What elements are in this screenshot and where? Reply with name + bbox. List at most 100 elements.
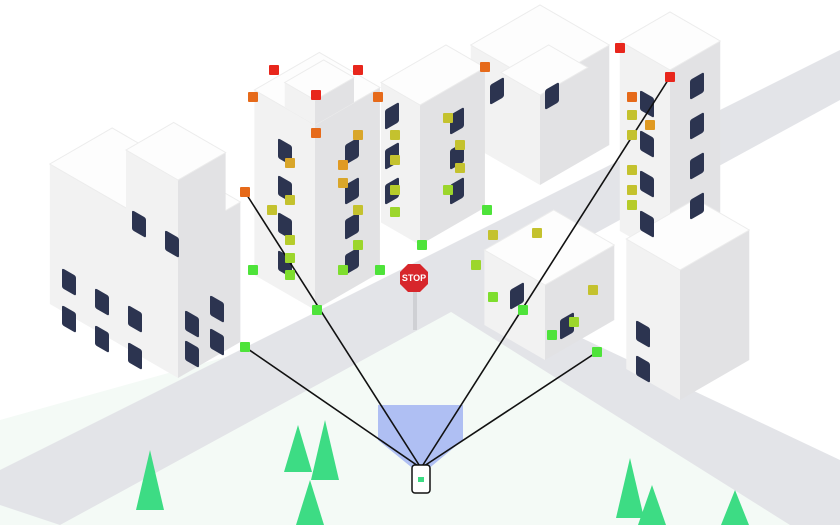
shop-building-roof xyxy=(483,209,616,286)
window xyxy=(185,310,199,338)
feature-point-cube xyxy=(311,128,321,138)
right-tower-right-face xyxy=(670,41,721,260)
feature-point-cube xyxy=(390,207,400,217)
stop-sign: STOP xyxy=(400,264,428,330)
window xyxy=(690,192,704,220)
tree xyxy=(311,420,339,480)
window xyxy=(165,230,179,258)
back-building-top-left-face xyxy=(501,72,540,125)
trees-layer xyxy=(136,420,749,525)
feature-point-cube xyxy=(488,230,498,240)
feature-point-cube xyxy=(338,160,348,170)
feature-point-cube xyxy=(353,240,363,250)
feature-point-cube xyxy=(627,165,637,175)
window xyxy=(490,77,504,105)
tall-building-left-face xyxy=(254,90,315,310)
window xyxy=(345,137,359,165)
tree xyxy=(638,485,666,525)
feature-point-cube xyxy=(627,92,637,102)
ray-line xyxy=(244,191,422,469)
sign-pole xyxy=(413,285,417,330)
feature-point-cube xyxy=(248,92,258,102)
tree xyxy=(721,490,749,525)
window xyxy=(62,268,76,296)
right-small-building-right-face xyxy=(680,230,750,400)
window xyxy=(636,320,650,348)
window xyxy=(278,212,292,240)
feature-point-cube xyxy=(311,90,321,100)
feature-point-cube xyxy=(240,187,250,197)
feature-point-cube xyxy=(353,205,363,215)
feature-point-cube xyxy=(592,347,602,357)
feature-point-cube xyxy=(518,305,528,315)
feature-point-cube xyxy=(665,72,675,82)
window xyxy=(640,210,654,238)
phone-camera xyxy=(411,464,431,494)
feature-point-cube xyxy=(627,185,637,195)
feature-point-cube xyxy=(285,235,295,245)
feature-point-cube xyxy=(312,305,322,315)
phone-dot xyxy=(418,477,424,482)
window xyxy=(62,305,76,333)
window xyxy=(450,177,464,205)
feature-point-cube xyxy=(627,110,637,120)
window xyxy=(385,102,399,130)
tree xyxy=(616,458,644,518)
window xyxy=(640,90,654,118)
stop-octagon xyxy=(400,264,428,292)
window xyxy=(510,282,524,310)
feature-point-cube xyxy=(443,113,453,123)
feature-point-cube xyxy=(390,185,400,195)
window xyxy=(345,177,359,205)
feature-point-cube xyxy=(353,65,363,75)
feature-point-cube xyxy=(645,120,655,130)
buildings-layer xyxy=(48,4,751,400)
left-building-upper-right-face xyxy=(178,152,226,240)
tall-building-roof-roof xyxy=(283,59,355,101)
feature-point-cube xyxy=(240,342,250,352)
feature-point-cube xyxy=(455,163,465,173)
left-building-upper-roof xyxy=(125,121,227,181)
ray-line xyxy=(244,346,422,469)
window xyxy=(690,152,704,180)
feature-point-cube xyxy=(285,253,295,263)
feature-point-cube xyxy=(390,130,400,140)
rays-layer xyxy=(244,76,671,469)
window xyxy=(640,130,654,158)
window xyxy=(690,112,704,140)
feature-point-cube xyxy=(615,43,625,53)
ray-line xyxy=(420,351,598,469)
window xyxy=(636,355,650,383)
tree xyxy=(136,450,164,510)
feature-points-layer xyxy=(240,43,675,357)
feature-point-cube xyxy=(455,140,465,150)
feature-point-cube xyxy=(480,62,490,72)
tree xyxy=(296,480,324,525)
feature-point-cube xyxy=(488,292,498,302)
middle-building-roof xyxy=(380,44,486,106)
feature-point-cube xyxy=(569,317,579,327)
stop-sign-text: STOP xyxy=(402,273,426,283)
window xyxy=(640,170,654,198)
feature-point-cube xyxy=(588,285,598,295)
feature-point-cube xyxy=(482,205,492,215)
window xyxy=(95,325,109,353)
window xyxy=(132,210,146,238)
frustum-plane xyxy=(378,405,463,475)
feature-point-cube xyxy=(373,92,383,102)
window xyxy=(210,328,224,356)
window xyxy=(185,340,199,368)
feature-point-cube xyxy=(269,65,279,75)
window xyxy=(690,72,704,100)
feature-point-cube xyxy=(248,265,258,275)
feature-point-cube xyxy=(338,178,348,188)
window xyxy=(128,305,142,333)
right-tower-roof xyxy=(618,11,722,71)
back-building-top-right-face xyxy=(540,67,588,125)
feature-point-cube xyxy=(471,260,481,270)
feature-point-cube xyxy=(532,228,542,238)
left-building-left-face xyxy=(49,164,178,378)
feature-point-cube xyxy=(285,158,295,168)
